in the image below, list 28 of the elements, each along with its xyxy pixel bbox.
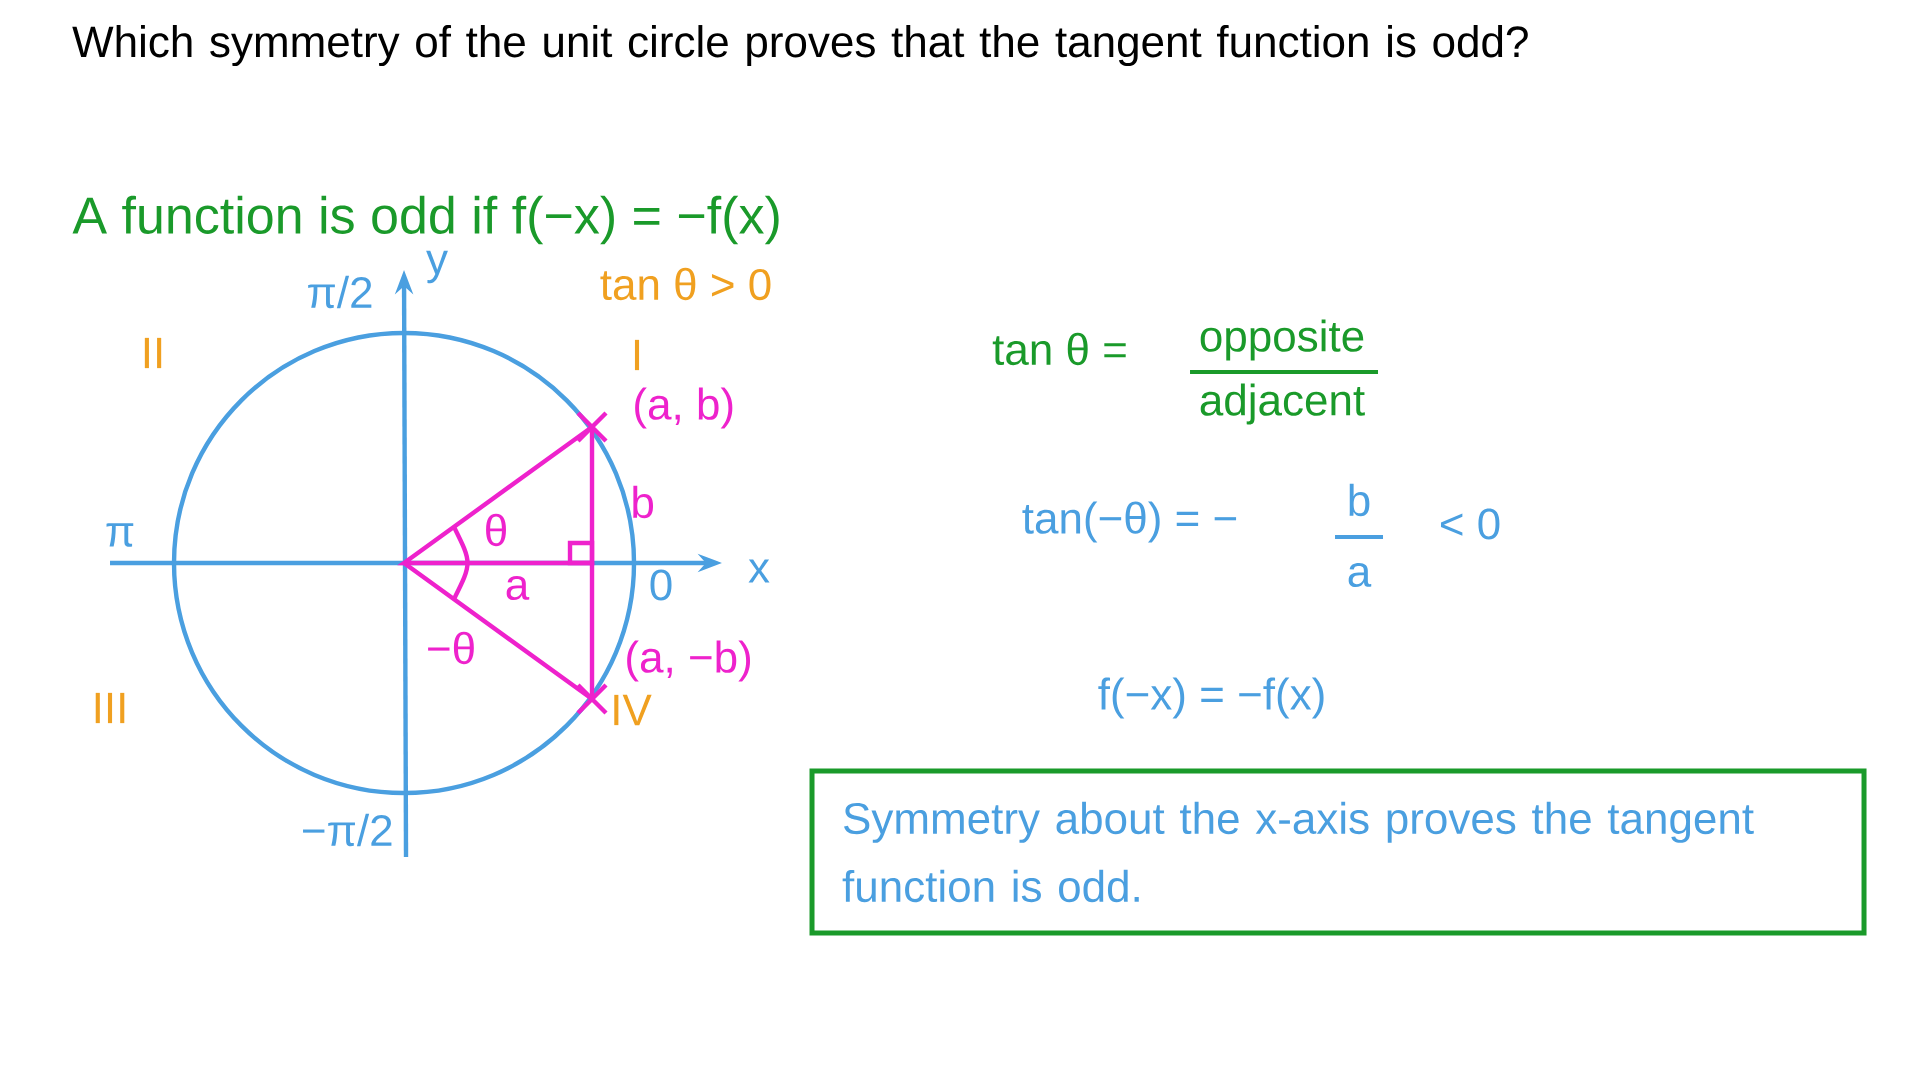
formula: tan θ =	[992, 332, 1126, 366]
quadrant-label: III	[95, 692, 125, 724]
angle-value-label: 0	[650, 569, 672, 601]
quadrant-label: II	[144, 337, 162, 369]
point-label: (a, b)	[635, 387, 733, 429]
formula: tan(−θ) = −	[1022, 501, 1237, 543]
statement: A function is odd if f(−x) = −f(x)	[72, 195, 779, 245]
fraction-numerator: b	[1349, 483, 1370, 517]
title: Which symmetry of the unit circle proves that the tangent function is odd?	[72, 25, 1528, 67]
quadrant-label: IV	[614, 694, 652, 726]
fraction-denominator: adjacent	[1200, 383, 1365, 425]
angle-value-label: π	[106, 523, 134, 547]
point-label: (a, −b)	[627, 640, 751, 682]
side-label: a	[506, 575, 530, 601]
angle-value-label: −π/2	[303, 813, 392, 847]
fraction-numerator: opposite	[1200, 319, 1364, 361]
quadrant-label: I	[634, 339, 640, 371]
sign-label: tan θ > 0	[600, 267, 771, 301]
fraction-denominator: a	[1348, 562, 1372, 588]
angle-value-label: π/2	[308, 275, 372, 309]
formula: f(−x) = −f(x)	[1098, 677, 1324, 719]
angle-label: −θ	[428, 631, 474, 665]
formula: < 0	[1441, 508, 1500, 540]
axis-label: y	[426, 250, 448, 284]
side-label: b	[633, 485, 654, 519]
angle-label: θ	[486, 513, 506, 547]
axis-label: x	[748, 559, 770, 583]
answer-box: Symmetry about the x-axis proves the tangent function is odd.	[809, 768, 1867, 936]
